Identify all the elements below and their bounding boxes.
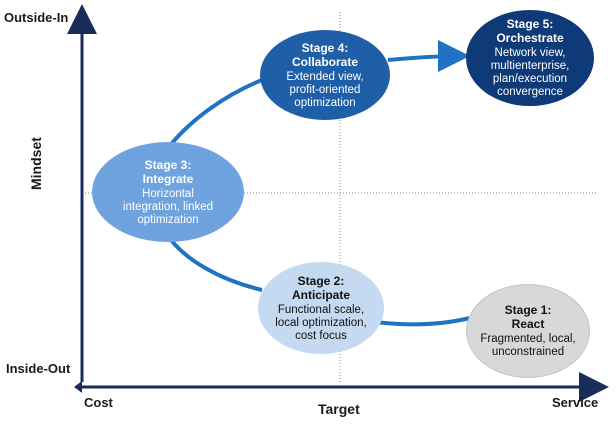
stage-2-title-1: Stage 2:: [297, 273, 345, 288]
stage-4-desc-line: Extended view,: [286, 70, 364, 83]
stage-5-title-2: Orchestrate: [496, 31, 564, 45]
stage-3-desc-line: integration, linked: [122, 200, 214, 213]
stage-4-desc-line: optimization: [294, 96, 356, 109]
stage-5-desc-line: multienterprise,: [490, 60, 570, 72]
stage-3-desc-line: Horizontal: [142, 187, 194, 200]
progression-curve-4: [387, 40, 470, 73]
y-axis-bottom-label: Inside-Out: [6, 361, 71, 376]
x-axis-title: Target: [318, 401, 360, 417]
stage-2-desc-line: local optimization,: [275, 316, 367, 329]
stage-3-title-1: Stage 3:: [144, 157, 192, 172]
stage-5-desc-line: plan/execution: [492, 73, 568, 85]
stage-2-desc-line: Functional scale,: [277, 303, 365, 316]
stage-3-title-2: Integrate: [142, 171, 194, 186]
x-axis-left-arrow: [74, 381, 82, 393]
stage-4-title-1: Stage 4:: [301, 40, 349, 55]
stage-5-title-1: Stage 5:: [506, 17, 554, 31]
stage-4-title-2: Collaborate: [291, 54, 358, 69]
x-axis-left-label: Cost: [84, 395, 113, 410]
stage-1-node: Stage 1: React Fragmented, local, uncons…: [466, 284, 590, 378]
stage-4-description: Extended view, profit-oriented optimizat…: [286, 71, 363, 110]
stage-2-description: Functional scale, local optimization, co…: [275, 304, 366, 343]
progression-curve-3: [166, 78, 263, 150]
stage-4-node: Stage 4: Collaborate Extended view, prof…: [260, 30, 390, 120]
stage-4-desc-line: profit-oriented: [289, 83, 361, 96]
stage-3-desc-line: optimization: [137, 213, 199, 226]
stage-1-title-1: Stage 1:: [504, 303, 552, 317]
stage-1-title-2: React: [511, 317, 545, 331]
stage-5-description: Network view, multienterprise, plan/exec…: [491, 47, 570, 99]
stage-2-title-2: Anticipate: [291, 287, 350, 302]
stage-1-description: Fragmented, local, unconstrained: [480, 333, 575, 359]
stage-1-desc-line: Fragmented, local,: [480, 333, 576, 345]
stage-2-node: Stage 2: Anticipate Functional scale, lo…: [258, 262, 384, 354]
progression-curve-2: [166, 234, 263, 292]
stage-5-desc-line: Network view,: [494, 47, 566, 59]
stage-5-desc-line: convergence: [497, 86, 563, 98]
x-axis-right-label: Service: [552, 395, 599, 410]
stage-3-node: Stage 3: Integrate Horizontal integratio…: [92, 142, 244, 242]
stage-2-desc-line: cost focus: [295, 329, 347, 342]
y-axis-top-label: Outside-In: [4, 10, 69, 25]
stage-1-desc-line: unconstrained: [491, 346, 565, 358]
y-axis-title: Mindset: [28, 137, 44, 190]
stage-3-description: Horizontal integration, linked optimizat…: [123, 188, 213, 227]
stage-5-node: Stage 5: Orchestrate Network view, multi…: [466, 10, 594, 106]
